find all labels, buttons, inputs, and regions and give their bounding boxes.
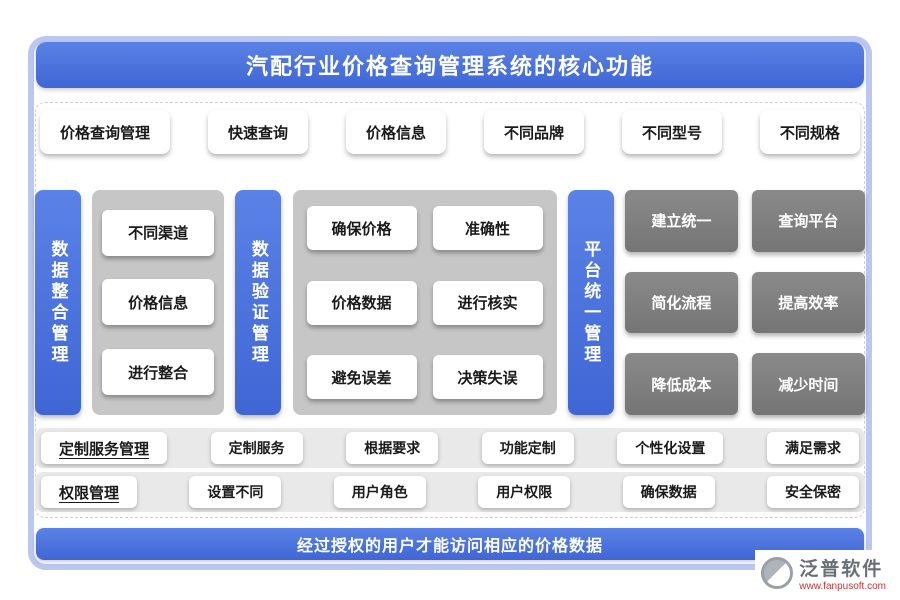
custom-service-item: 定制服务 (210, 432, 303, 464)
data-integration-panel: 不同渠道 价格信息 进行整合 (92, 190, 225, 415)
feature-tag-brand: 不同品牌 (483, 110, 584, 154)
platform-item: 简化流程 (624, 271, 738, 334)
feature-tag-model: 不同型号 (621, 110, 722, 154)
validation-item: 价格数据 (306, 280, 417, 325)
fanpu-logo-icon (761, 557, 794, 589)
middle-section: 数据整合管理 不同渠道 价格信息 进行整合 数据验证管理 确保价格 准确性 价格… (35, 190, 865, 415)
brand-watermark: 泛普软件 www.fanpusoft.com (755, 550, 892, 596)
permission-item: 用户权限 (478, 476, 571, 508)
section-label-data-validation: 数据验证管理 (235, 190, 282, 415)
brand-name: 泛普软件 (799, 559, 884, 580)
platform-item: 查询平台 (751, 190, 865, 252)
brand-text: 泛普软件 www.fanpusoft.com (799, 554, 886, 592)
validation-item: 避免误差 (306, 355, 417, 399)
integration-item: 价格信息 (102, 279, 215, 326)
platform-item: 建立统一 (624, 190, 738, 252)
permission-row: 权限管理 设置不同 用户角色 用户权限 确保数据 安全保密 (35, 472, 865, 512)
feature-tag-row: 价格查询管理 快速查询 价格信息 不同品牌 不同型号 不同规格 (40, 110, 860, 154)
footer-note: 经过授权的用户才能访问相应的价格数据 (36, 528, 864, 560)
section-label-platform-unify: 平台统一管理 (567, 190, 614, 415)
integration-item: 不同渠道 (102, 209, 215, 256)
page-title: 汽配行业价格查询管理系统的核心功能 (36, 42, 864, 88)
feature-tag-fast-query: 快速查询 (207, 110, 308, 154)
permission-item: 确保数据 (622, 476, 715, 508)
permission-row-label: 权限管理 (41, 476, 138, 508)
custom-service-row-label: 定制服务管理 (41, 432, 168, 464)
platform-item: 降低成本 (624, 353, 738, 415)
validation-item: 确保价格 (306, 206, 417, 250)
custom-service-row: 定制服务管理 定制服务 根据要求 功能定制 个性化设置 满足需求 (35, 428, 865, 468)
platform-item: 减少时间 (751, 353, 865, 415)
validation-item: 准确性 (432, 206, 543, 250)
platform-item: 提高效率 (751, 271, 865, 334)
permission-item: 设置不同 (189, 476, 282, 508)
custom-service-item: 根据要求 (346, 432, 439, 464)
permission-item: 安全保密 (766, 476, 859, 508)
validation-item: 决策失误 (432, 355, 543, 399)
feature-tag-price-query-mgmt: 价格查询管理 (40, 110, 171, 154)
custom-service-item: 功能定制 (481, 432, 574, 464)
integration-item: 进行整合 (102, 349, 215, 396)
data-validation-panel: 确保价格 准确性 价格数据 进行核实 避免误差 决策失误 (292, 190, 557, 415)
custom-service-item: 个性化设置 (617, 432, 724, 464)
validation-item: 进行核实 (432, 280, 543, 325)
permission-item: 用户角色 (333, 476, 426, 508)
platform-unify-grid: 建立统一 查询平台 简化流程 提高效率 降低成本 减少时间 (624, 190, 865, 415)
section-label-data-integration: 数据整合管理 (35, 190, 81, 415)
feature-tag-price-info: 价格信息 (345, 110, 446, 154)
feature-tag-spec: 不同规格 (759, 110, 860, 154)
brand-url: www.fanpusoft.com (799, 581, 886, 592)
custom-service-item: 满足需求 (766, 432, 859, 464)
